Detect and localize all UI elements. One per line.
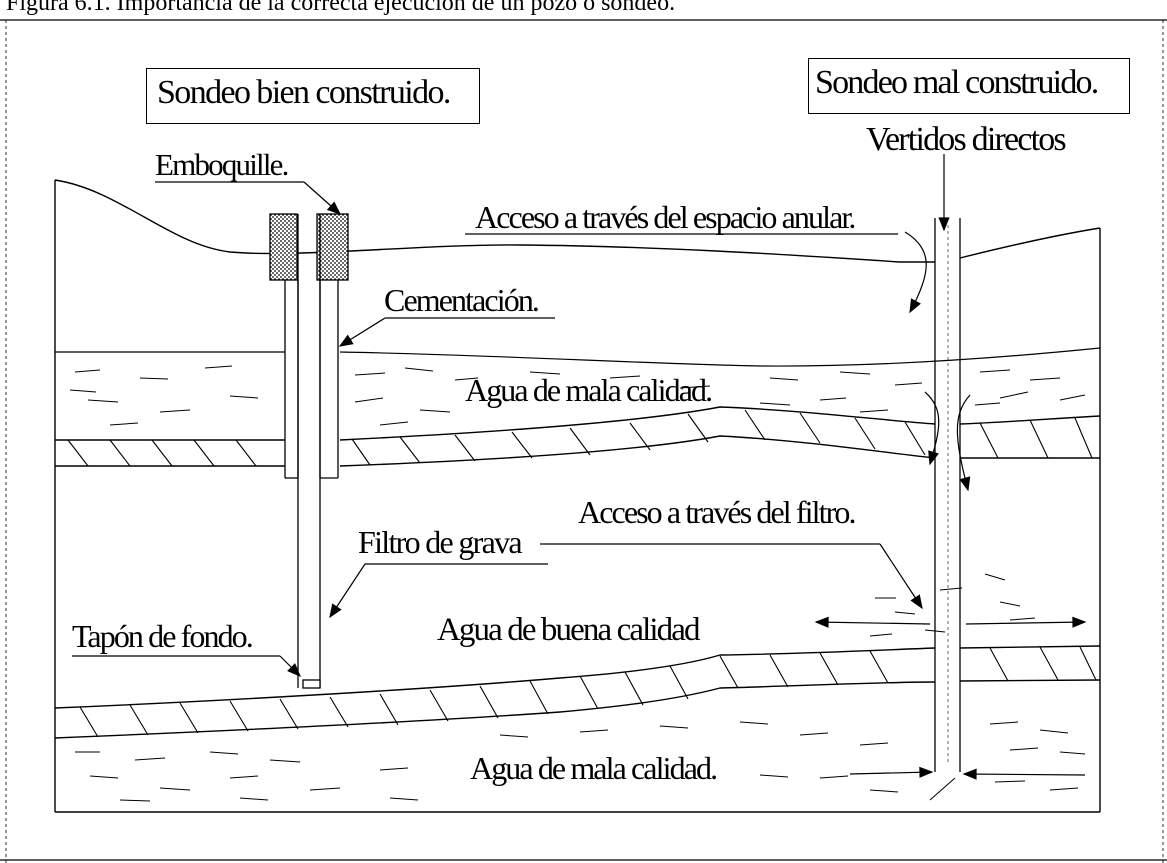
upper-aquifer-top [55,347,1101,367]
label-agua-buena: Agua de buena calidad [437,612,700,648]
upper-band-top [55,406,1101,441]
upper-band-hatch [67,409,1093,467]
label-agua-mala-bottom: Agua de mala calidad. [470,750,718,786]
lower-band-hatch [79,646,1097,738]
title-box-well-bad: Sondeo mal construido. [808,58,1130,114]
tapon-de-fondo [302,679,321,689]
dashes-bottom-aquifer [75,721,1086,802]
well-bad [934,218,961,772]
upper-band-bottom [55,435,1100,467]
label-cementacion: Cementación. [384,282,540,318]
label-vertidos-directos: Vertidos directos [866,121,1067,158]
label-acceso-anular: Acceso a través del espacio anular. [475,199,856,235]
emboquille-left-block [269,213,298,281]
lower-band-top [54,645,1101,709]
well-built [269,213,349,689]
label-filtro-grava: Filtro de grava [358,524,523,560]
title-well-built: Sondeo bien construido. [157,74,451,111]
label-emboquille: Emboquille. [155,147,289,182]
title-box-well-built: Sondeo bien construido. [146,68,480,124]
figure-caption: Figura 6.1. Importancia de la correcta e… [6,0,676,16]
title-well-bad: Sondeo mal construido. [815,64,1099,101]
dashes-good-zone [869,573,1036,637]
label-tapon-fondo: Tapón de fondo. [72,618,254,654]
ground-surface [54,179,1101,263]
lower-band-bottom [54,679,1101,739]
label-agua-mala-top: Agua de mala calidad. [465,372,713,408]
emboquille-right-block [316,213,349,281]
label-acceso-filtro: Acceso a través del filtro. [578,494,856,530]
dashes-upper-aquifer [69,365,1086,426]
leader-lines [72,154,1087,780]
